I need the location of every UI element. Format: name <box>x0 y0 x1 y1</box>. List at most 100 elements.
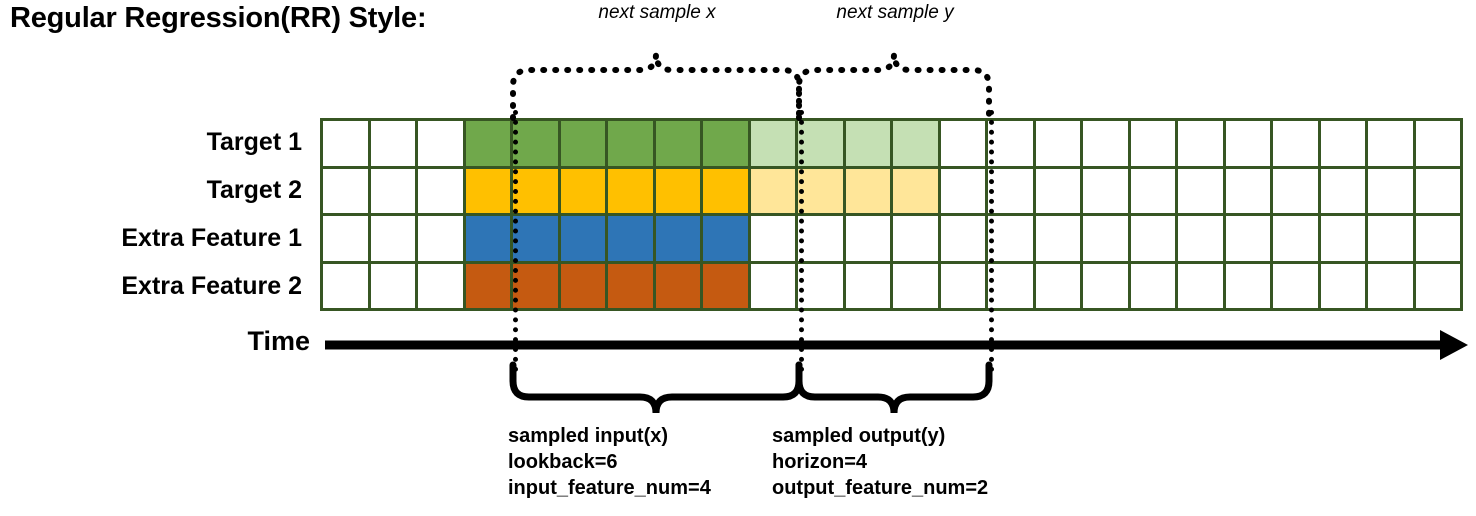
caption-next-sample-x: next sample x <box>598 2 716 23</box>
grid-cell <box>750 168 795 213</box>
grid-cell <box>750 121 795 166</box>
grid-cell <box>1178 121 1223 166</box>
brace-sampled-input <box>509 361 803 414</box>
grid-cell <box>1415 168 1460 213</box>
grid-cell <box>465 263 510 308</box>
brace-sampled-output <box>795 361 993 414</box>
grid-cell <box>1415 121 1460 166</box>
row-label-target-2: Target 2 <box>206 176 302 204</box>
grid-cell <box>1035 121 1080 166</box>
grid-cell <box>1225 263 1270 308</box>
grid-cell <box>703 168 748 213</box>
grid-cell <box>798 263 843 308</box>
grid-cell <box>608 263 653 308</box>
grid-cell <box>1035 263 1080 308</box>
grid-cell <box>1035 216 1080 261</box>
grid-cell <box>940 121 985 166</box>
grid-cell <box>655 121 700 166</box>
grid-cell <box>1178 263 1223 308</box>
grid-cell <box>323 121 368 166</box>
grid-cell <box>418 263 463 308</box>
grid-cell <box>1178 168 1223 213</box>
grid-cell <box>323 263 368 308</box>
grid-cell <box>1320 216 1365 261</box>
grid-cell <box>750 263 795 308</box>
guide-line-input-end <box>799 110 804 372</box>
grid-cell <box>845 263 890 308</box>
grid-cell <box>845 168 890 213</box>
grid-cell <box>370 168 415 213</box>
grid-cell <box>655 168 700 213</box>
grid-cell <box>1368 216 1413 261</box>
grid-cell <box>1083 216 1128 261</box>
grid-cell <box>465 216 510 261</box>
grid-cell <box>560 263 605 308</box>
grid-cell <box>1273 263 1318 308</box>
grid-cell <box>560 168 605 213</box>
grid-cell <box>703 121 748 166</box>
grid-cell <box>608 168 653 213</box>
grid-cell <box>940 216 985 261</box>
grid-cell <box>703 216 748 261</box>
grid-cell <box>703 263 748 308</box>
grid-cell <box>513 263 558 308</box>
grid-cell <box>513 168 558 213</box>
guide-line-input-start <box>513 110 518 372</box>
grid-cell <box>418 168 463 213</box>
timeline-grid <box>320 118 1463 311</box>
grid-cell <box>798 168 843 213</box>
grid-cell <box>1273 168 1318 213</box>
guide-line-output-end <box>989 110 994 372</box>
grid-cell <box>608 121 653 166</box>
grid-cell <box>1225 168 1270 213</box>
grid-cell <box>1225 216 1270 261</box>
grid-cell <box>1178 216 1223 261</box>
grid-cell <box>1320 121 1365 166</box>
row-label-extra-feature-1: Extra Feature 1 <box>121 224 302 252</box>
annotation-output-line-1: sampled output(y) <box>772 425 946 447</box>
grid-cell <box>513 216 558 261</box>
grid-cell <box>655 216 700 261</box>
grid-cell <box>1083 263 1128 308</box>
row-label-target-1: Target 1 <box>206 128 302 156</box>
table-row-target-1 <box>323 121 1460 166</box>
grid-cell <box>988 263 1033 308</box>
caption-next-sample-y: next sample y <box>836 2 954 23</box>
row-label-extra-feature-2: Extra Feature 2 <box>121 272 302 300</box>
grid-cell <box>845 216 890 261</box>
grid-cell <box>370 121 415 166</box>
grid-cell <box>465 168 510 213</box>
brace-next-sample-x <box>510 53 802 121</box>
grid-cell <box>323 216 368 261</box>
grid-cell <box>1130 121 1175 166</box>
grid-cell <box>988 168 1033 213</box>
grid-cell <box>845 121 890 166</box>
grid-cell <box>1083 168 1128 213</box>
grid-cell <box>750 216 795 261</box>
grid-cell <box>893 216 938 261</box>
grid-cell <box>988 216 1033 261</box>
grid-cell <box>1225 121 1270 166</box>
grid-cell <box>418 216 463 261</box>
time-axis-arrowhead <box>1440 330 1468 360</box>
grid-cell <box>370 216 415 261</box>
grid-cell <box>1320 263 1365 308</box>
table-row-extra-feature-2 <box>323 263 1460 308</box>
grid-cell <box>655 263 700 308</box>
grid-cell <box>1130 168 1175 213</box>
grid-cell <box>418 121 463 166</box>
grid-cell <box>1415 216 1460 261</box>
grid-cell <box>560 121 605 166</box>
brace-next-sample-y <box>796 53 992 121</box>
grid-cell <box>1130 216 1175 261</box>
grid-cell <box>988 121 1033 166</box>
grid-cell <box>608 216 653 261</box>
grid-cell <box>1083 121 1128 166</box>
grid-cell <box>1035 168 1080 213</box>
grid-cell <box>1273 121 1318 166</box>
grid-cell <box>1273 216 1318 261</box>
time-axis-label: Time <box>247 326 310 356</box>
grid-cell <box>370 263 415 308</box>
grid-cell <box>1368 263 1413 308</box>
